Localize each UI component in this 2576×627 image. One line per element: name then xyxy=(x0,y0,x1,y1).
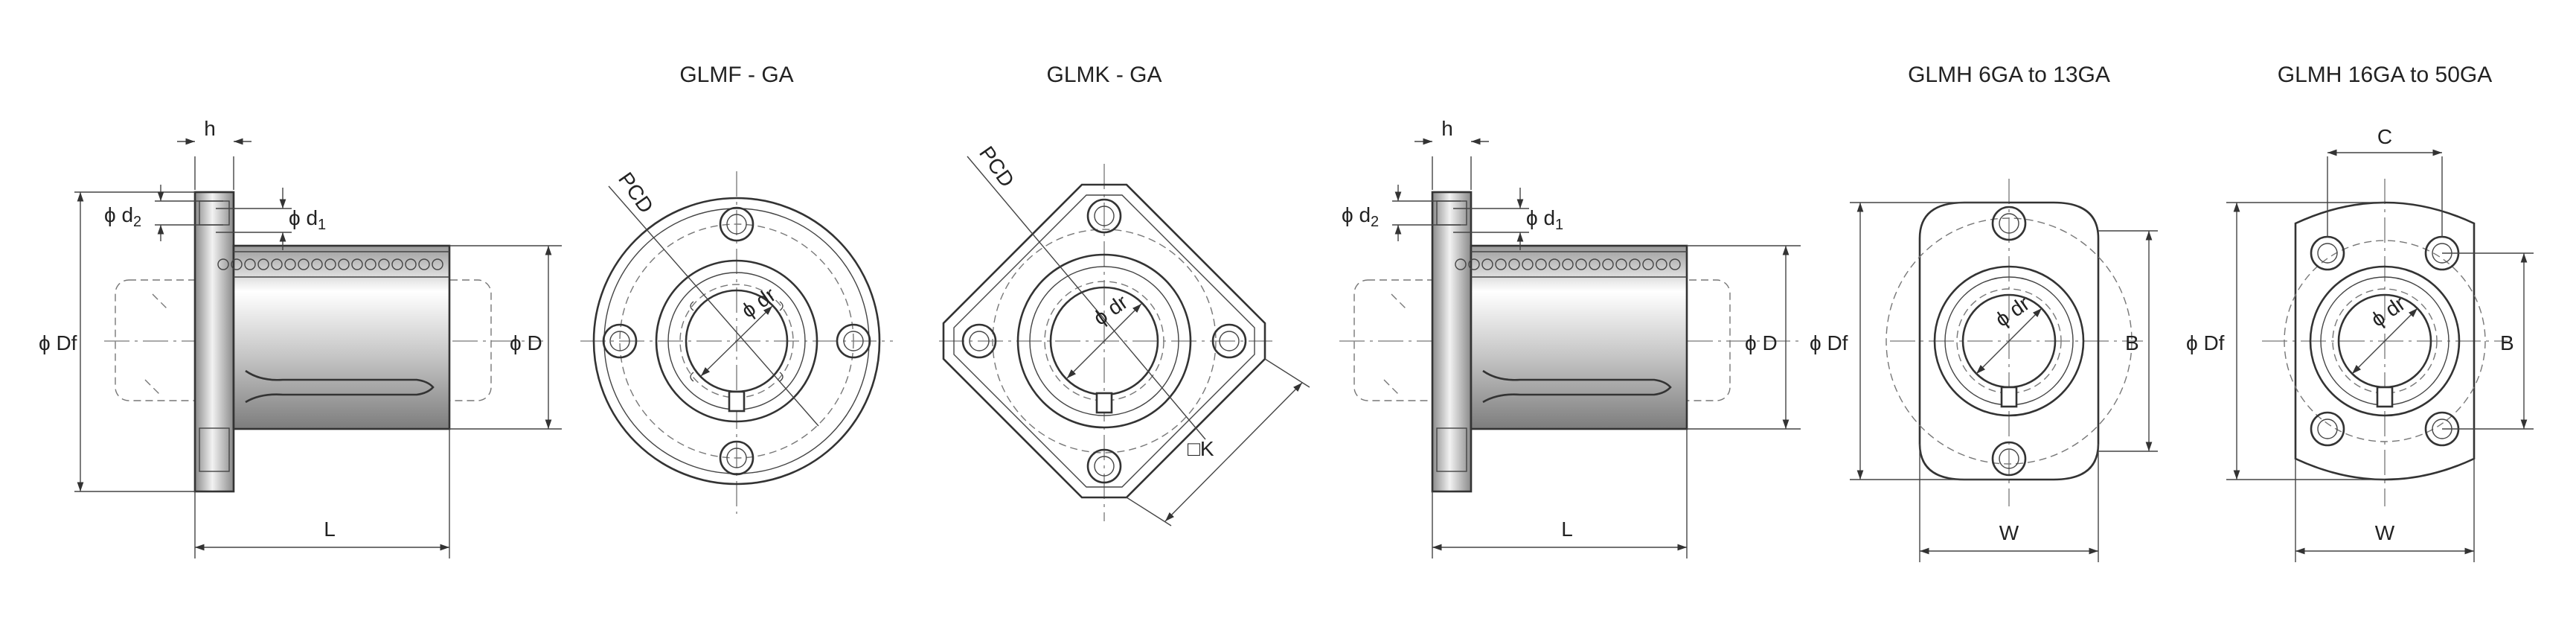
title-glmh-small: GLMH 6GA to 13GA xyxy=(1908,63,2110,87)
label-d-1: ϕ D xyxy=(510,331,542,354)
label-b-glmh-large: B xyxy=(2500,331,2514,354)
bolt-hole xyxy=(1991,441,2027,477)
label-d2-2-main: ϕ d xyxy=(1342,203,1371,226)
label-df-1: ϕ Df xyxy=(39,331,77,354)
front-view-glmh-large: ϕ dr C ϕ Df B W xyxy=(2186,125,2534,562)
front-view-glmf: PCD ϕ dr xyxy=(580,168,893,514)
ball-row xyxy=(217,258,443,270)
title-glmk: GLMK - GA xyxy=(1046,63,1162,87)
glmf-flange-outline xyxy=(592,197,881,486)
label-df-glmh-small: ϕ Df xyxy=(1810,331,1848,354)
label-d1-2-sub: 1 xyxy=(1555,217,1563,233)
label-l-1: L xyxy=(324,518,336,541)
label-dr-glmk: ϕ dr xyxy=(1089,290,1132,330)
label-df-glmh-large: ϕ Df xyxy=(2186,331,2225,354)
bolt-hole xyxy=(1991,206,2027,241)
bolt-hole xyxy=(1086,198,1122,234)
bolt-hole xyxy=(719,440,754,476)
label-d2-2: ϕ d2 xyxy=(1342,203,1379,230)
bolt-hole xyxy=(2310,411,2345,447)
bolt-hole xyxy=(961,323,997,359)
label-d1-1-main: ϕ d xyxy=(289,206,318,229)
label-pcd-glmf: PCD xyxy=(614,168,658,217)
side-view-right: h ϕ D L ϕ d2 ϕ d1 xyxy=(1339,117,1801,558)
body-side xyxy=(1470,244,1688,430)
label-c-glmh-large: C xyxy=(2377,125,2392,148)
ball-row xyxy=(1455,258,1681,270)
label-d2-1-main: ϕ d xyxy=(104,203,133,226)
label-b-glmh-small: B xyxy=(2125,331,2139,354)
bolt-hole xyxy=(2310,235,2345,271)
label-d1-2: ϕ d1 xyxy=(1526,206,1563,233)
glmf-pcd-circle xyxy=(619,223,854,459)
label-h-1: h xyxy=(204,117,216,140)
label-d1-1: ϕ d1 xyxy=(289,206,326,233)
label-w-glmh-large: W xyxy=(2375,521,2395,544)
label-h-2: h xyxy=(1441,117,1453,140)
body-side xyxy=(232,244,451,430)
bolt-hole xyxy=(1211,323,1247,359)
bolt-hole xyxy=(602,323,638,359)
label-dr-glmf: ϕ dr xyxy=(737,283,780,322)
label-pcd-glmk: PCD xyxy=(975,142,1019,191)
label-k-glmk: □K xyxy=(1188,437,1214,460)
label-l-2: L xyxy=(1561,518,1573,541)
title-glmh-large: GLMH 16GA to 50GA xyxy=(2278,63,2492,87)
label-d2-2-sub: 2 xyxy=(1371,214,1379,230)
front-view-glmh-small: ϕ dr ϕ Df B W xyxy=(1810,179,2158,562)
label-d2-1-sub: 2 xyxy=(133,214,141,230)
label-w-glmh-small: W xyxy=(1999,521,2019,544)
label-d1-2-main: ϕ d xyxy=(1526,206,1555,229)
bolt-hole xyxy=(1086,448,1122,484)
bolt-hole xyxy=(719,206,754,242)
label-d2-1: ϕ d2 xyxy=(104,203,141,230)
label-d1-1-sub: 1 xyxy=(318,217,326,233)
flange-side xyxy=(1431,191,1473,493)
title-glmf: GLMF - GA xyxy=(679,63,793,87)
label-d-2: ϕ D xyxy=(1745,331,1778,354)
side-view-left: h ϕ Df ϕ D L ϕ d2 ϕ d1 xyxy=(39,117,562,558)
flange-side xyxy=(193,191,235,493)
front-view-glmk: PCD ϕ dr □K xyxy=(939,142,1310,526)
bolt-hole xyxy=(836,323,871,359)
